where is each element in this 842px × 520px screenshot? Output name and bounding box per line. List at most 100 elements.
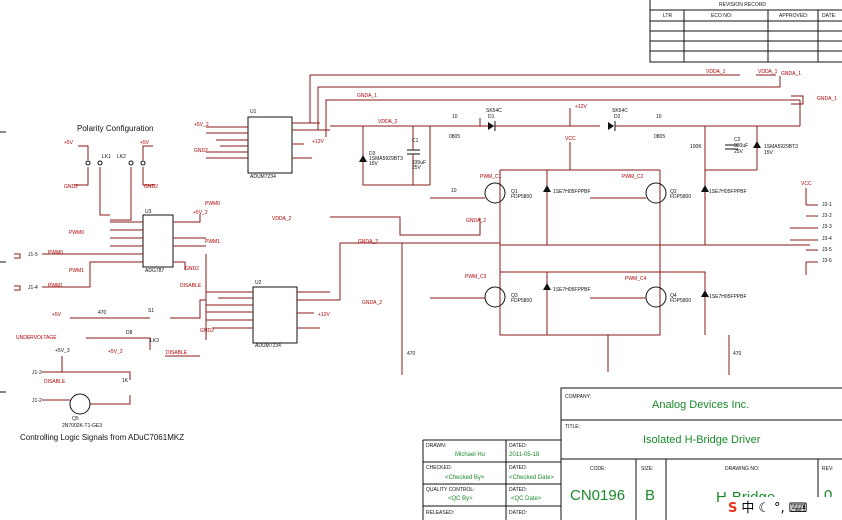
ime-toolbar[interactable]: S 中 ☾ °, ⌨	[724, 497, 842, 520]
drawn-by: Michael Hu	[455, 452, 485, 458]
svg-text:GNDA_1: GNDA_1	[357, 93, 377, 99]
svg-text:+5V_2: +5V_2	[193, 210, 208, 216]
q3-mosfet: Q3 FDP5800 PWM_C3	[430, 274, 532, 308]
svg-text:VDDA_1: VDDA_1	[706, 69, 726, 75]
revision-record-heading: REVISION RECORD	[719, 2, 766, 8]
svg-text:PWM1: PWM1	[69, 268, 84, 274]
svg-text:J3-6: J3-6	[822, 258, 832, 264]
svg-text:PWM1: PWM1	[205, 239, 220, 245]
top-rails: VDDA_1 VDDA_1 GNDA_1 GNDA_1 GNDA_1	[309, 69, 837, 137]
svg-text:FDP5800: FDP5800	[670, 194, 691, 200]
svg-text:SK54C: SK54C	[612, 108, 628, 114]
d7-diode	[543, 283, 551, 290]
svg-text:VDDA_1: VDDA_1	[758, 69, 778, 75]
svg-text:GNDA_1: GNDA_1	[781, 71, 801, 77]
svg-text:J1-3: J1-3	[32, 370, 42, 376]
polarity-configuration-note: Polarity Configuration	[77, 124, 153, 133]
svg-text:+12V: +12V	[312, 139, 324, 145]
svg-text:PWM0: PWM0	[48, 250, 63, 256]
svg-text:ADUM7234: ADUM7234	[250, 174, 276, 180]
svg-text:330uF: 330uF	[734, 143, 748, 149]
chinese-mode-icon[interactable]: 中	[741, 501, 755, 516]
controlling-logic-note: Controlling Logic Signals from ADuC7061M…	[20, 433, 184, 442]
svg-text:GND2: GND2	[200, 328, 214, 334]
checked-by: <Checked By>	[445, 475, 485, 481]
svg-text:C2: C2	[734, 137, 741, 143]
punctuation-icon[interactable]: °,	[774, 501, 785, 516]
keyboard-icon[interactable]: ⌨	[788, 501, 808, 516]
disable-circuit: +5V 470 S1 DISABLE UNDERVOLTAGE D8 LK3 +…	[16, 283, 206, 429]
sogou-logo-icon[interactable]: S	[728, 501, 738, 516]
svg-text:GNDA_2: GNDA_2	[358, 239, 378, 245]
svg-text:DISABLE: DISABLE	[44, 379, 66, 385]
svg-text:+12V: +12V	[318, 312, 330, 318]
rev-col-eco: ECO NO:	[711, 13, 732, 19]
svg-text:100K: 100K	[690, 144, 702, 150]
svg-text:J3-3: J3-3	[822, 224, 832, 230]
qc-date: <QC Date>	[511, 496, 542, 502]
svg-text:15V: 15V	[369, 161, 379, 167]
svg-text:+5V_2: +5V_2	[108, 349, 123, 355]
svg-text:GNDA_2: GNDA_2	[466, 218, 486, 224]
svg-text:REV:: REV:	[822, 466, 833, 472]
rev-col-date: DATE:	[822, 13, 836, 19]
d6-diode	[701, 185, 709, 192]
svg-text:+5V_3: +5V_3	[55, 348, 70, 354]
svg-text:DISABLE: DISABLE	[166, 350, 188, 356]
svg-text:VCC: VCC	[565, 136, 576, 142]
svg-text:FDP5800: FDP5800	[511, 194, 532, 200]
svg-text:15V: 15V	[764, 150, 774, 156]
svg-text:Q2: Q2	[670, 189, 677, 195]
u1-adum7234: U1 ADUM7234 +5V_2 GND2 +12V	[194, 109, 330, 180]
svg-text:Q3: Q3	[511, 293, 518, 299]
svg-text:25V: 25V	[412, 165, 422, 171]
r5-label: 470	[733, 351, 742, 357]
q2-mosfet: Q2 FDP5800 PWM_C2	[590, 174, 691, 204]
svg-text:DRAWN:: DRAWN:	[426, 443, 446, 449]
revision-record-table: REVISION RECORD LTR ECO NO: APPROVED: DA…	[649, 0, 842, 63]
drawing-title: Isolated H-Bridge Driver	[643, 434, 761, 446]
svg-text:DRAWING NO:: DRAWING NO:	[725, 466, 759, 472]
rev-value: 0	[824, 487, 832, 504]
svg-text:U1: U1	[250, 109, 257, 115]
right-supply: SK54C D2 10 0805 100K C2 330uF 25V 1SMA5…	[570, 100, 801, 171]
d8-diode	[701, 290, 709, 297]
svg-text:LK2: LK2	[117, 154, 126, 160]
svg-text:1K: 1K	[122, 378, 129, 384]
svg-text:GNDA_2: GNDA_2	[362, 300, 382, 306]
svg-text:10: 10	[452, 114, 458, 120]
svg-text:GNDA_1: GNDA_1	[817, 96, 837, 102]
qc-by: <QC By>	[448, 496, 473, 502]
u3-adg787: U3 ADG787 +5V_2 GND2 PWM0 PWM1	[110, 201, 220, 274]
svg-text:+5V: +5V	[64, 140, 74, 146]
svg-text:D2: D2	[614, 114, 621, 120]
moon-icon[interactable]: ☾	[758, 501, 771, 516]
d5-diode	[543, 185, 551, 192]
svg-text:DATED:: DATED:	[509, 443, 527, 449]
checked-date: <Checked Date>	[509, 475, 555, 481]
svg-text:10: 10	[656, 114, 662, 120]
svg-text:DATED:: DATED:	[509, 465, 527, 471]
svg-text:0805: 0805	[449, 134, 460, 140]
drawn-date: 2011-05-18	[509, 452, 540, 458]
h-bridge: VCC	[499, 136, 810, 372]
svg-text:J3-5: J3-5	[822, 247, 832, 253]
svg-text:1SE7H05FPPBF: 1SE7H05FPPBF	[709, 294, 747, 300]
r10-label: 470	[407, 351, 416, 357]
svg-text:1SE7H05FPPBF: 1SE7H05FPPBF	[553, 287, 591, 293]
svg-text:FDP5800: FDP5800	[511, 298, 532, 304]
svg-text:DATED:: DATED:	[509, 487, 527, 493]
svg-text:470: 470	[98, 310, 107, 316]
svg-text:ADG787: ADG787	[145, 268, 164, 274]
svg-text:Q5: Q5	[72, 416, 79, 422]
svg-text:1SMA5929BT3: 1SMA5929BT3	[369, 156, 403, 162]
svg-text:2N7002K-T1-GE3: 2N7002K-T1-GE3	[62, 423, 102, 429]
svg-text:VDDA_2: VDDA_2	[378, 119, 398, 125]
svg-text:COMPANY:: COMPANY:	[565, 394, 591, 400]
left-supply: SK54C D1 +12V 10 0805 D3 1SMA5929BT3 15V…	[330, 104, 587, 186]
svg-text:1SMA5929BT3: 1SMA5929BT3	[764, 144, 798, 150]
svg-text:PWM_C4: PWM_C4	[625, 276, 647, 282]
svg-text:U3: U3	[145, 209, 152, 215]
